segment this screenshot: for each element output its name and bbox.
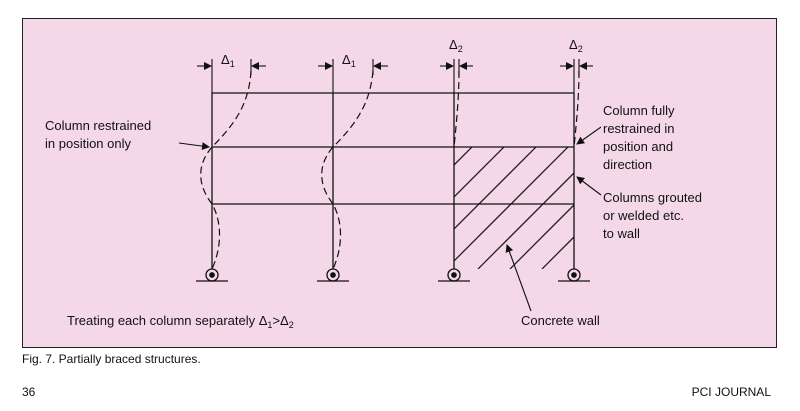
- partially-braced-structures-diagram: Δ1 Δ1 Δ2 Δ2 Column restrained in positio…: [45, 37, 706, 330]
- deflected-shapes: [200, 70, 580, 270]
- figure-caption: Fig. 7. Partially braced structures.: [22, 352, 201, 366]
- concrete-wall-arrow: [505, 244, 532, 312]
- delta-dimensions: [197, 59, 593, 93]
- fully-restrained-label: Column fully restrained in position and …: [603, 103, 678, 172]
- treating-statement: Treating each column separately Δ1>Δ2: [67, 313, 294, 330]
- journal-name: PCI JOURNAL: [691, 385, 771, 399]
- fully-restrained-arrow: [576, 126, 602, 145]
- delta-1-label-b: Δ1: [342, 52, 356, 69]
- page-number: 36: [22, 385, 36, 399]
- restrained-position-label: Column restrained in position only: [45, 118, 155, 151]
- concrete-wall-label: Concrete wall: [521, 313, 600, 328]
- frame-columns: [211, 93, 575, 269]
- delta-2-label-b: Δ2: [569, 37, 583, 54]
- pinned-supports: [196, 268, 590, 282]
- grouted-label: Columns grouted or welded etc. to wall: [603, 190, 706, 241]
- figure-panel: Δ1 Δ1 Δ2 Δ2 Column restrained in positio…: [22, 18, 777, 348]
- grouted-arrow: [576, 176, 602, 196]
- delta-2-label-a: Δ2: [449, 37, 463, 54]
- delta-1-label-a: Δ1: [221, 52, 235, 69]
- frame-beams: [212, 92, 574, 205]
- restrained-arrow: [178, 142, 210, 151]
